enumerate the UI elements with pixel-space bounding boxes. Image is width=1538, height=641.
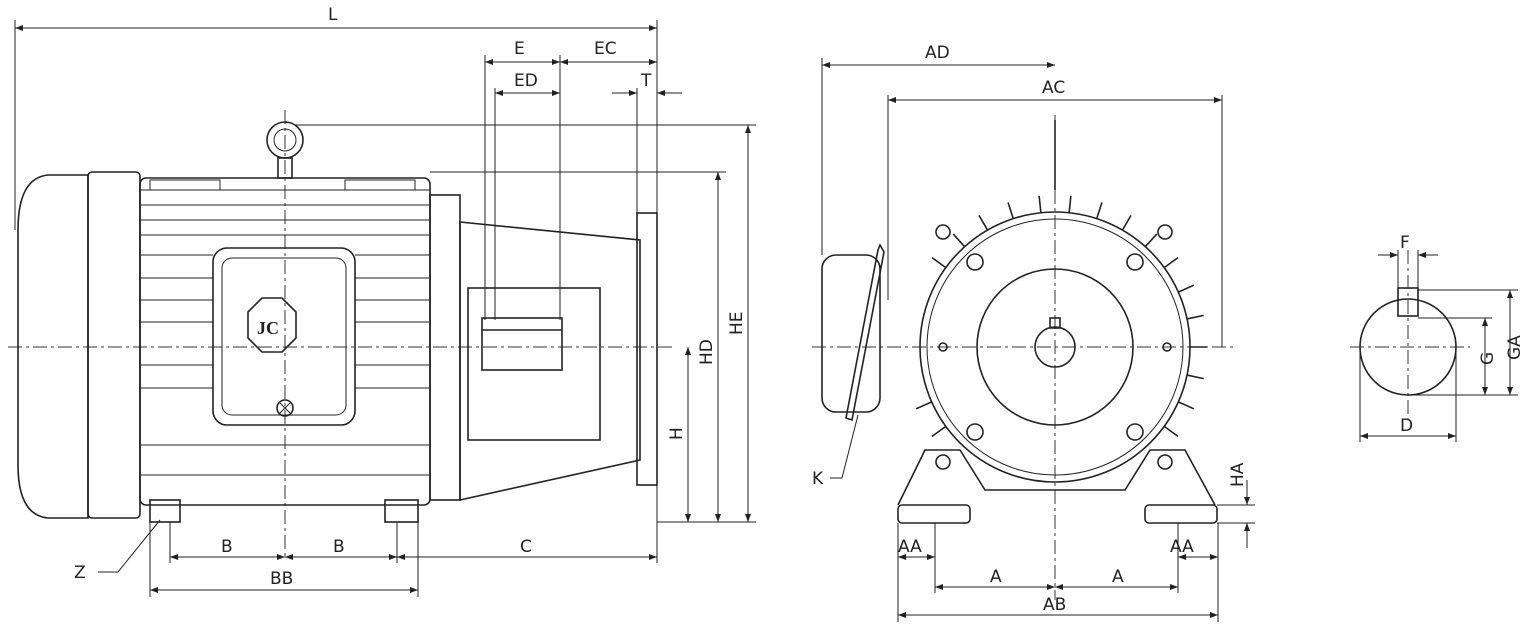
foot-front-right	[1144, 504, 1218, 524]
dim-A-right: A	[1112, 567, 1124, 587]
cooling-fin	[952, 233, 966, 248]
terminal-box	[212, 247, 356, 426]
dim-ED: ED	[514, 71, 538, 91]
dim-E: E	[514, 39, 525, 59]
foot-front-left	[897, 504, 971, 524]
dim-K: K	[812, 469, 824, 489]
cooling-fin	[1178, 284, 1195, 293]
dim-C: C	[520, 537, 532, 557]
cooling-fin	[1186, 374, 1204, 380]
cooling-fin	[915, 401, 932, 410]
dim-HE: HE	[727, 311, 747, 335]
shaft	[481, 317, 563, 371]
dim-D: D	[1400, 416, 1413, 436]
bolt	[966, 253, 984, 271]
dim-HD: HD	[697, 339, 717, 365]
dim-T: T	[640, 71, 652, 91]
bolt	[966, 423, 984, 441]
terminal-box-front	[821, 254, 881, 413]
cooling-fin	[1007, 202, 1015, 219]
foot-right	[384, 499, 419, 523]
fan-cover	[17, 174, 89, 519]
bolt	[935, 224, 951, 240]
cooling-fin	[1095, 202, 1103, 219]
shaft-end-view: F GA G D	[1350, 233, 1525, 442]
cooling-fin	[1163, 425, 1179, 437]
dim-F: F	[1400, 233, 1410, 253]
dim-AC: AC	[1042, 78, 1065, 98]
front-view	[812, 115, 1235, 600]
shaft-key	[1049, 317, 1061, 329]
bolts	[935, 224, 1173, 470]
bolt	[1157, 454, 1173, 470]
cooling-fin	[1121, 214, 1132, 231]
side-dimensions: L E EC ED T HE HD H B B C BB Z	[14, 5, 756, 597]
dim-AD: AD	[925, 43, 950, 63]
shaft-keyway	[1397, 287, 1419, 317]
cooling-fin	[931, 425, 947, 437]
bolt	[1126, 423, 1144, 441]
cooling-fin	[1178, 401, 1195, 410]
dim-BB: BB	[270, 569, 293, 589]
radial-fins	[915, 195, 1207, 437]
dim-B-right: B	[333, 537, 345, 557]
cooling-fin	[1163, 257, 1179, 269]
dim-AA-right: AA	[1170, 537, 1194, 557]
adapter-window	[467, 287, 601, 441]
front-dimensions: AD AC K HA AA AA A A AB	[812, 43, 1255, 622]
bolt	[935, 454, 951, 470]
cooling-fin	[1068, 195, 1072, 213]
leader-K	[830, 414, 859, 479]
dim-B-left: B	[221, 537, 233, 557]
ground-screw	[276, 399, 294, 417]
dim-G: G	[1478, 352, 1498, 365]
adapter-housing	[459, 221, 641, 501]
foot-frame	[897, 449, 1216, 506]
dim-L: L	[328, 5, 338, 25]
motor-frame-outline	[919, 211, 1191, 483]
dim-Z: Z	[74, 563, 86, 583]
cooling-fin	[1144, 233, 1158, 248]
lifting-eye-stem	[277, 157, 293, 179]
mounting-flange	[636, 212, 658, 486]
terminal-box-cover-edge	[845, 243, 885, 422]
bolt	[1162, 342, 1172, 352]
bolt	[1126, 253, 1144, 271]
dim-EC: EC	[594, 39, 617, 59]
bolt	[938, 342, 948, 352]
svg-text:JC: JC	[257, 318, 279, 338]
cooling-fin	[1186, 314, 1204, 320]
dim-AB: AB	[1043, 595, 1066, 615]
cooling-fin	[978, 214, 989, 231]
cooling-fin	[1038, 195, 1042, 213]
dim-GA: GA	[1505, 335, 1525, 360]
foot-left	[149, 499, 181, 523]
dim-H: H	[667, 427, 687, 440]
end-flange	[87, 171, 141, 519]
dim-A-left: A	[990, 567, 1002, 587]
cooling-fin	[931, 257, 947, 269]
side-view: JC	[8, 110, 672, 560]
dim-AA-left: AA	[898, 537, 922, 557]
leader-Z	[98, 519, 161, 573]
jc-logo: JC	[247, 297, 297, 353]
shaft-end	[1034, 326, 1076, 368]
bolt	[1157, 224, 1173, 240]
dim-HA: HA	[1228, 462, 1248, 487]
end-flange-circle	[976, 268, 1134, 426]
cooling-fins	[140, 179, 430, 476]
